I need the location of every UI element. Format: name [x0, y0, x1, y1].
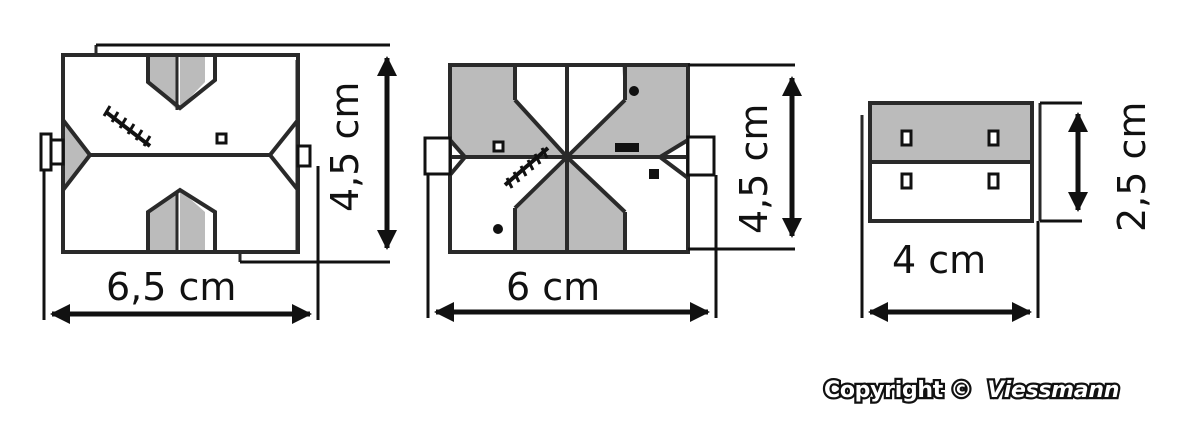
building-1: 4,5 cm 6,5 cm — [39, 43, 397, 324]
building-3-dimensions: 2,5 cm 4 cm — [860, 101, 1154, 322]
building-3: 2,5 cm 4 cm — [860, 101, 1154, 322]
building-3-depth-label: 2,5 cm — [1110, 102, 1154, 232]
chimney-icon — [215, 132, 228, 145]
ladder-icon — [503, 146, 550, 189]
ladder-icon — [102, 105, 152, 148]
building-1-plan — [39, 45, 312, 262]
dot-icon — [493, 224, 503, 234]
building-2-plan — [423, 63, 716, 254]
chimney-icon — [492, 140, 505, 153]
building-2-dimensions: 4,5 cm 6 cm — [426, 63, 802, 322]
building-2: 4,5 cm 6 cm — [423, 63, 802, 322]
building-3-plan — [860, 101, 1042, 223]
building-2-depth-label: 4,5 cm — [732, 104, 776, 234]
building-2-width-label: 6 cm — [506, 265, 600, 309]
copyright-notice: Copyright © Viessmann — [822, 376, 1122, 406]
svg-text:Copyright © Viessmann: Copyright © Viessmann — [824, 378, 1119, 403]
chimney-icon — [615, 143, 639, 152]
building-1-width-label: 6,5 cm — [106, 265, 236, 309]
dot-icon — [629, 86, 639, 96]
copyright-prefix: Copyright © — [824, 378, 972, 403]
building-1-depth-label: 4,5 cm — [323, 82, 367, 212]
chimney-icon — [649, 169, 659, 179]
building-1-dimensions: 4,5 cm 6,5 cm — [42, 43, 397, 324]
brand-logo: Viessmann — [987, 378, 1119, 403]
building-3-width-label: 4 cm — [892, 238, 986, 282]
